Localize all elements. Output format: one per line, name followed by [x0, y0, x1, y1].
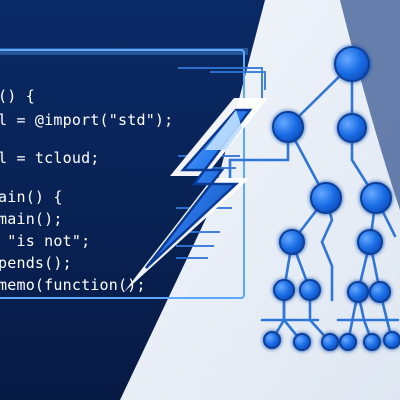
tree-leaf: [293, 333, 311, 351]
code-line: l = @import("std");: [0, 111, 174, 129]
tree-leaf: [339, 333, 357, 351]
tree-node: [279, 229, 305, 255]
tree-leaf: [383, 331, 400, 349]
tree-leaf: [363, 333, 381, 351]
code-line: l = tcloud;: [0, 149, 100, 167]
code-line: pends();: [0, 254, 72, 272]
code-panel-border: [0, 49, 245, 299]
code-line: () {: [0, 87, 35, 105]
tree-node: [310, 182, 342, 214]
light-background: [120, 0, 400, 400]
code-line: main();: [0, 210, 63, 228]
tree-node: [273, 279, 295, 301]
tree-node: [272, 111, 304, 143]
code-line: memo(function();: [0, 276, 146, 294]
lightning-bolt-icon: [124, 98, 268, 292]
tree-node: [347, 281, 369, 303]
tree-node: [369, 281, 391, 303]
tree-node: [299, 279, 321, 301]
code-line: "is not";: [0, 232, 91, 250]
tree-node: [337, 113, 367, 143]
tree-nodes: [263, 46, 400, 351]
tree-node: [357, 229, 383, 255]
tree-node: [360, 182, 392, 214]
code-line: ain() {: [0, 188, 63, 206]
tree-leaf: [321, 333, 339, 351]
tree-leaf: [263, 331, 281, 349]
tree-node-root: [334, 46, 370, 82]
